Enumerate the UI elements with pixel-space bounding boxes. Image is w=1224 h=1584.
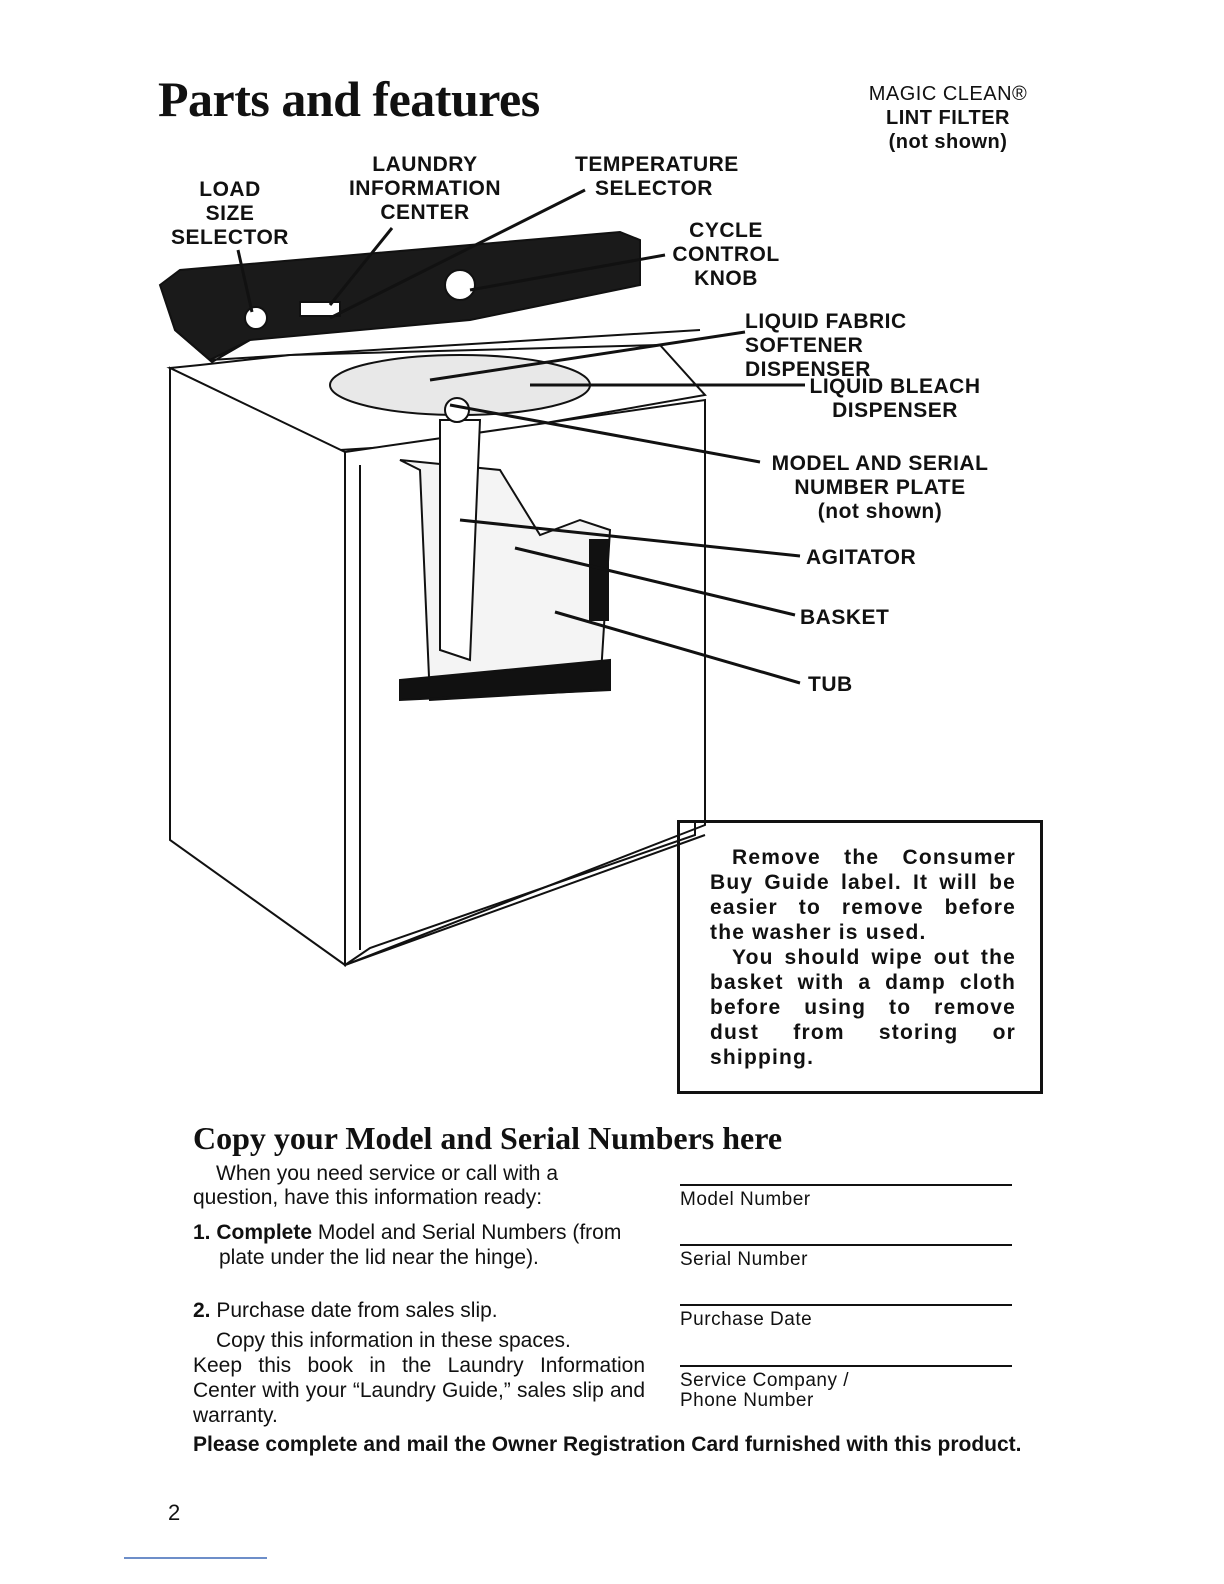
service-company-field[interactable]: Service Company / Phone Number xyxy=(680,1365,1012,1411)
service-company-line xyxy=(680,1365,1012,1367)
bleach-line1: LIQUID BLEACH xyxy=(809,375,981,398)
temperature-line2: SELECTOR xyxy=(595,177,713,200)
fabric-softener-line2: SOFTENER DISPENSER xyxy=(745,334,871,381)
leader-temperature xyxy=(329,188,586,320)
temperature-line1: TEMPERATURE xyxy=(575,153,739,176)
leader-load-size xyxy=(236,249,254,313)
consumer-buy-guide-note: Remove the Consumer Buy Guide label. It … xyxy=(677,820,1043,1094)
step-2: 2. Purchase date from sales slip. xyxy=(193,1298,643,1323)
leader-lines xyxy=(236,188,805,685)
leader-agitator xyxy=(459,518,801,558)
copy-paragraph-2: Keep this book in the Laundry Informatio… xyxy=(193,1354,645,1427)
step-1-bold: Complete xyxy=(216,1221,313,1244)
note-text: Remove the Consumer Buy Guide label. It … xyxy=(710,845,1016,1070)
copy-section-intro: When you need service or call with a que… xyxy=(193,1162,558,1209)
load-size-label: LOAD SIZE SELECTOR xyxy=(165,178,295,250)
copy-paragraph-1: Copy this information in these spaces. xyxy=(216,1329,571,1352)
model-plate-label: MODEL AND SERIAL NUMBER PLATE (not shown… xyxy=(765,452,995,524)
model-plate-line3: (not shown) xyxy=(817,500,943,523)
lint-filter-line2: LINT FILTER xyxy=(886,107,1010,129)
laundry-info-line1: LAUNDRY xyxy=(372,153,478,176)
serial-number-label: Serial Number xyxy=(680,1249,808,1270)
model-number-label: Model Number xyxy=(680,1189,811,1210)
panel-knobs xyxy=(244,269,476,330)
agitator-label: AGITATOR xyxy=(806,546,917,569)
cycle-control-line2: CONTROL xyxy=(672,243,780,266)
fabric-softener-line1: LIQUID FABRIC xyxy=(745,310,907,333)
step-1-number: 1. xyxy=(193,1221,211,1244)
basket-label: BASKET xyxy=(800,606,890,629)
note-paragraph-1: Remove the Consumer Buy Guide label. It … xyxy=(710,846,1016,944)
purchase-date-label: Purchase Date xyxy=(680,1309,813,1330)
serial-number-field[interactable]: Serial Number xyxy=(680,1244,1012,1270)
fabric-softener-label: LIQUID FABRIC SOFTENER DISPENSER xyxy=(745,310,985,382)
bleach-label: LIQUID BLEACH DISPENSER xyxy=(805,375,985,423)
laundry-info-line2: INFORMATION xyxy=(348,177,502,200)
registration-card-note: Please complete and mail the Owner Regis… xyxy=(193,1433,1022,1456)
step-2-text: Purchase date from sales slip. xyxy=(210,1299,498,1322)
note-paragraph-2: You should wipe out the basket with a da… xyxy=(710,946,1016,1069)
laundry-info-line3: CENTER xyxy=(380,201,470,224)
cycle-control-line3: KNOB xyxy=(694,267,758,290)
washer-cabinet xyxy=(158,230,707,967)
cycle-control-line1: CYCLE xyxy=(689,219,763,242)
model-plate-line1: MODEL AND SERIAL xyxy=(771,452,989,475)
tub-label: TUB xyxy=(808,673,853,696)
bottom-rule xyxy=(124,1557,267,1559)
model-plate-line2: NUMBER PLATE xyxy=(794,476,966,499)
purchase-date-field[interactable]: Purchase Date xyxy=(680,1304,1012,1330)
step-2-number: 2. xyxy=(193,1299,211,1322)
serial-number-line xyxy=(680,1244,1012,1246)
step-1-text: Model and Serial Numbers (from plate und… xyxy=(219,1221,622,1269)
leader-softener xyxy=(429,330,746,382)
purchase-date-line xyxy=(680,1304,1012,1306)
bleach-line2: DISPENSER xyxy=(832,399,958,422)
leader-cycle xyxy=(469,253,666,292)
load-size-line1: LOAD xyxy=(199,178,261,201)
leader-basket xyxy=(514,546,796,617)
leader-model-plate xyxy=(449,403,761,464)
leader-laundry-info xyxy=(328,227,394,306)
model-number-line xyxy=(680,1184,1012,1186)
lint-filter-label: MAGIC CLEAN® LINT FILTER (not shown) xyxy=(838,82,1058,154)
lint-filter-line1: MAGIC CLEAN® xyxy=(868,83,1028,105)
laundry-info-label: LAUNDRY INFORMATION CENTER xyxy=(335,153,515,225)
load-size-line3: SELECTOR xyxy=(171,226,289,249)
temperature-label: TEMPERATURE SELECTOR xyxy=(575,153,745,201)
leader-tub xyxy=(554,610,801,685)
copy-instructions: Copy this information in these spaces. K… xyxy=(193,1328,645,1428)
cycle-control-label: CYCLE CONTROL KNOB xyxy=(666,219,786,291)
service-company-label: Service Company / Phone Number xyxy=(680,1370,850,1411)
load-size-line2: SIZE xyxy=(205,202,255,225)
copy-section-title: Copy your Model and Serial Numbers here xyxy=(193,1120,783,1156)
step-1: 1. Complete Model and Serial Numbers (fr… xyxy=(193,1220,643,1270)
page-title: Parts and features xyxy=(158,71,540,127)
lint-filter-line3: (not shown) xyxy=(888,131,1008,153)
page-number: 2 xyxy=(168,1500,181,1525)
model-number-field[interactable]: Model Number xyxy=(680,1184,1012,1210)
